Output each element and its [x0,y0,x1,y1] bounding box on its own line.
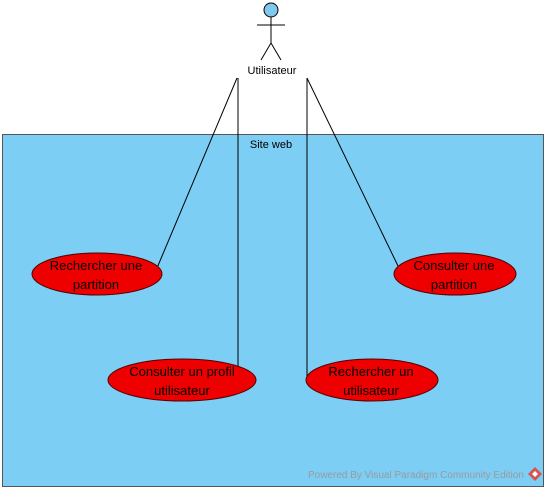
system-name: Site web [250,139,292,151]
use-case-rechercher-partition[interactable]: Rechercher une partition [31,252,163,296]
actor-name: Utilisateur [248,65,297,77]
use-case-rechercher-utilisateur[interactable]: Rechercher un utilisateur [305,358,439,402]
use-case-label-line2: partition [431,277,477,292]
association-consulter-partition[interactable] [306,77,400,269]
use-case-shape [31,252,163,296]
visual-paradigm-logo-icon [528,467,542,481]
use-case-label-line2: utilisateur [154,383,210,398]
actor-stick-figure-icon [257,17,285,61]
use-case-shape [393,252,517,296]
system-boundary[interactable] [2,134,544,487]
association-rechercher-partition[interactable] [156,77,238,269]
use-case-label-line2: partition [73,277,119,292]
use-case-shape [305,358,439,402]
actor-utilisateur[interactable]: Utilisateur [248,2,297,77]
watermark-text: Powered By Visual Paradigm Community Edi… [308,470,524,481]
use-case-consulter-partition[interactable]: Consulter une partition [393,252,517,296]
associations [156,77,400,378]
use-case-label-line2: utilisateur [343,383,399,398]
use-case-label-line1: Consulter une [414,258,495,273]
use-case-label-line1: Rechercher un [328,364,413,379]
use-case-label-line1: Rechercher une [50,258,143,273]
watermark: Powered By Visual Paradigm Community Edi… [308,467,542,481]
actor-head [263,2,279,18]
use-case-label-line1: Consulter un profil [129,364,235,379]
use-case-shape [107,358,257,402]
use-case-consulter-profil[interactable]: Consulter un profil utilisateur [107,358,257,402]
